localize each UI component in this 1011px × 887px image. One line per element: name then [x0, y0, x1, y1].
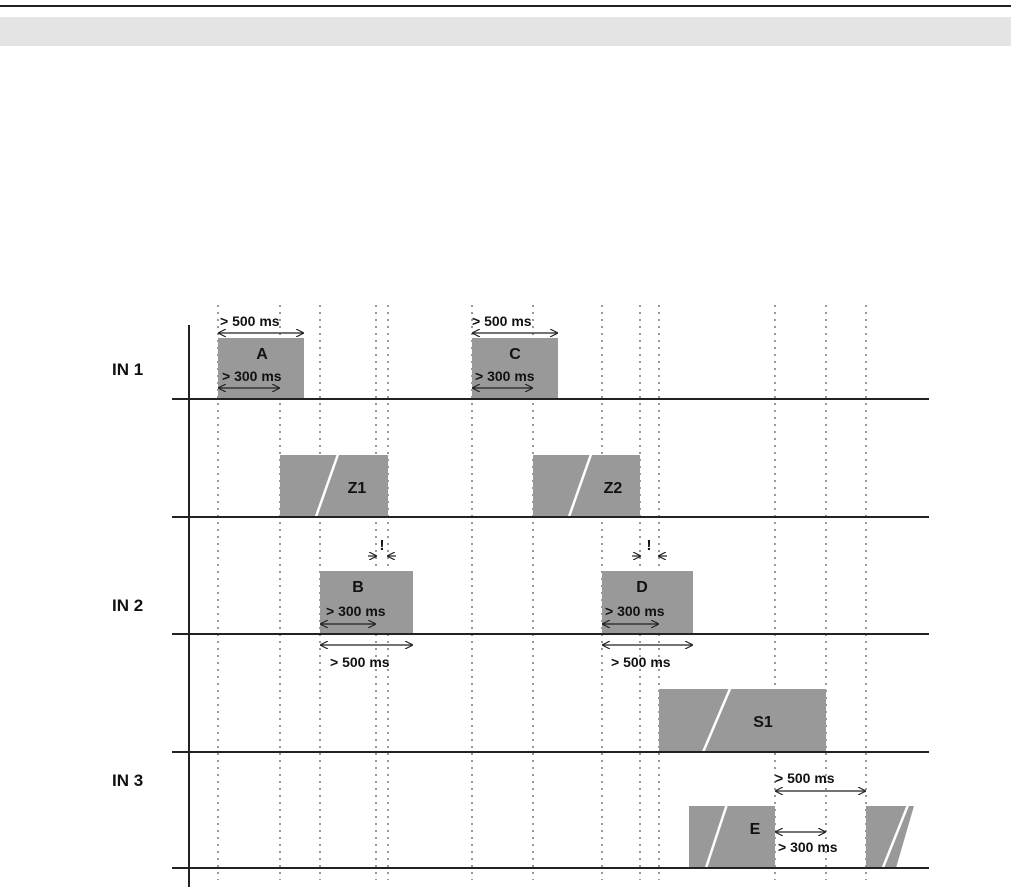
warning-mark-b: !: [380, 537, 385, 554]
block-label-b: B: [352, 579, 364, 596]
duration-label-e-500: > 500 ms: [775, 770, 835, 786]
block-label-d: D: [636, 579, 648, 596]
duration-label-d-300: > 300 ms: [605, 603, 665, 619]
header-band: [0, 17, 1011, 46]
duration-label-e-300: > 300 ms: [778, 839, 838, 855]
block-label-c: C: [509, 346, 521, 363]
row-label-in1: IN 1: [112, 360, 143, 379]
block-label-s1: S1: [753, 714, 773, 731]
duration-label-b-500: > 500 ms: [330, 654, 390, 670]
duration-label-a-300: > 300 ms: [222, 368, 282, 384]
duration-label-d-500: > 500 ms: [611, 654, 671, 670]
break-mark: [310, 442, 344, 529]
break-mark: [700, 794, 732, 881]
block-e-repeat: [866, 806, 914, 868]
break-mark: [876, 794, 914, 881]
break-mark: [696, 676, 737, 765]
axes: [172, 325, 929, 887]
row-label-in3: IN 3: [112, 771, 143, 790]
blocks: [218, 338, 914, 868]
row-labels: IN 1 IN 2 IN 3: [112, 360, 143, 790]
top-rule: [0, 5, 1011, 7]
block-label-z1: Z1: [348, 480, 367, 497]
row-label-in2: IN 2: [112, 596, 143, 615]
duration-labels: > 500 ms > 300 ms > 500 ms > 300 ms > 30…: [220, 313, 838, 855]
duration-label-b-300: > 300 ms: [326, 603, 386, 619]
duration-label-c-300: > 300 ms: [475, 368, 535, 384]
block-label-a: A: [256, 346, 268, 363]
duration-label-a-500: > 500 ms: [220, 313, 280, 329]
block-label-e: E: [750, 821, 761, 838]
block-label-z2: Z2: [604, 480, 623, 497]
warning-mark-d: !: [647, 537, 652, 554]
break-mark: [563, 442, 597, 529]
duration-label-c-500: > 500 ms: [472, 313, 532, 329]
warning-marks: ! !: [380, 537, 652, 554]
break-marks: [310, 442, 914, 881]
block-labels: A C Z1 Z2 B D S1 E: [256, 346, 773, 838]
block-e: [689, 806, 775, 868]
block-s1: [659, 689, 826, 752]
duration-arrows: [219, 333, 865, 832]
